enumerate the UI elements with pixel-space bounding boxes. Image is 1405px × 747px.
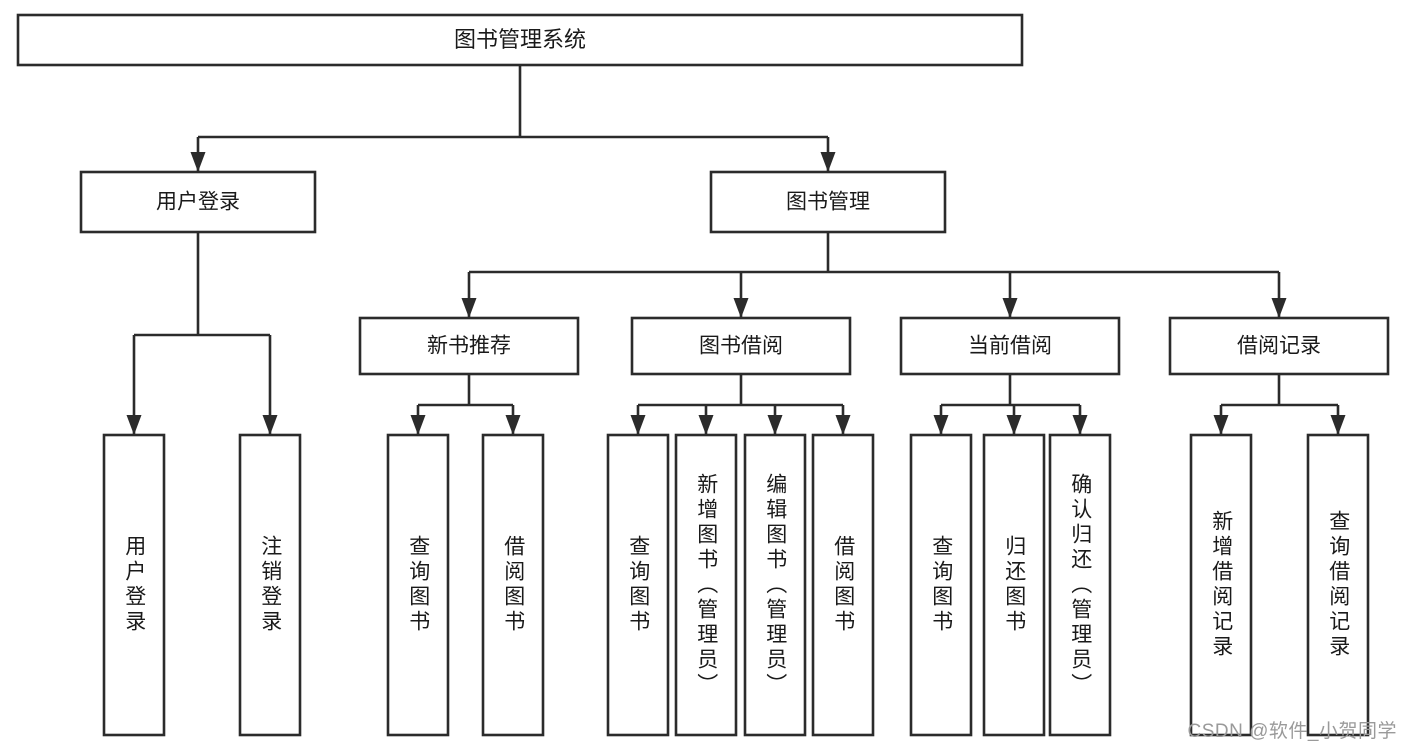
leaf-box-leaf-add-record[interactable]: [1189, 433, 1253, 737]
node-box-current-borrow[interactable]: [899, 316, 1121, 376]
leaf-box-leaf-add-book[interactable]: [674, 433, 738, 737]
node-box-new-book-recommend[interactable]: [358, 316, 580, 376]
arrow-head-leaf-edit-book: [767, 415, 783, 435]
leaf-box-leaf-logout[interactable]: [238, 433, 302, 737]
arrow-head-book-manage: [820, 152, 836, 172]
boxes-layer: [16, 13, 1390, 737]
arrow-head-user-login: [190, 152, 206, 172]
leaf-box-leaf-query-record[interactable]: [1306, 433, 1370, 737]
leaf-box-leaf-query-book-3[interactable]: [909, 433, 973, 737]
leaf-box-leaf-confirm-return[interactable]: [1048, 433, 1112, 737]
connectors-layer: [126, 65, 1346, 435]
leaf-box-leaf-borrow-book-1[interactable]: [481, 433, 545, 737]
arrow-head-leaf-query-book-1: [410, 415, 426, 435]
node-box-book-manage[interactable]: [709, 170, 947, 234]
leaf-box-leaf-user-login[interactable]: [102, 433, 166, 737]
arrow-head-borrow-record: [1271, 298, 1287, 318]
leaf-box-leaf-edit-book[interactable]: [743, 433, 807, 737]
leaf-box-leaf-query-book-1[interactable]: [386, 433, 450, 737]
node-box-borrow-record[interactable]: [1168, 316, 1390, 376]
node-label-book-borrow: 图书借阅: [699, 335, 783, 358]
leaf-box-leaf-return-book[interactable]: [982, 433, 1046, 737]
arrow-head-leaf-query-book-2: [630, 415, 646, 435]
node-box-book-borrow[interactable]: [630, 316, 852, 376]
node-label-user-login: 用户登录: [156, 191, 240, 214]
arrow-head-leaf-confirm-return: [1072, 415, 1088, 435]
arrow-head-leaf-add-record: [1213, 415, 1229, 435]
arrow-head-leaf-user-login: [126, 415, 142, 435]
leaf-box-leaf-borrow-book-2[interactable]: [811, 433, 875, 737]
leaf-box-leaf-query-book-2[interactable]: [606, 433, 670, 737]
arrow-head-leaf-logout: [262, 415, 278, 435]
watermark-text: CSDN @软件_小贺同学: [1187, 721, 1397, 742]
node-label-new-book-recommend: 新书推荐: [427, 335, 511, 358]
node-label-borrow-record: 借阅记录: [1237, 335, 1321, 358]
node-label-current-borrow: 当前借阅: [968, 335, 1052, 358]
arrow-head-leaf-borrow-book-1: [505, 415, 521, 435]
arrow-head-book-borrow: [733, 298, 749, 318]
arrow-head-new-book-recommend: [461, 298, 477, 318]
node-label-root: 图书管理系统: [454, 27, 586, 52]
arrow-head-leaf-query-book-3: [933, 415, 949, 435]
arrow-head-leaf-add-book: [698, 415, 714, 435]
arrow-head-leaf-return-book: [1006, 415, 1022, 435]
node-label-book-manage: 图书管理: [786, 191, 870, 214]
node-box-root[interactable]: [16, 13, 1024, 67]
node-box-user-login[interactable]: [79, 170, 317, 234]
arrow-head-current-borrow: [1002, 298, 1018, 318]
arrow-head-leaf-borrow-book-2: [835, 415, 851, 435]
arrow-head-leaf-query-record: [1330, 415, 1346, 435]
